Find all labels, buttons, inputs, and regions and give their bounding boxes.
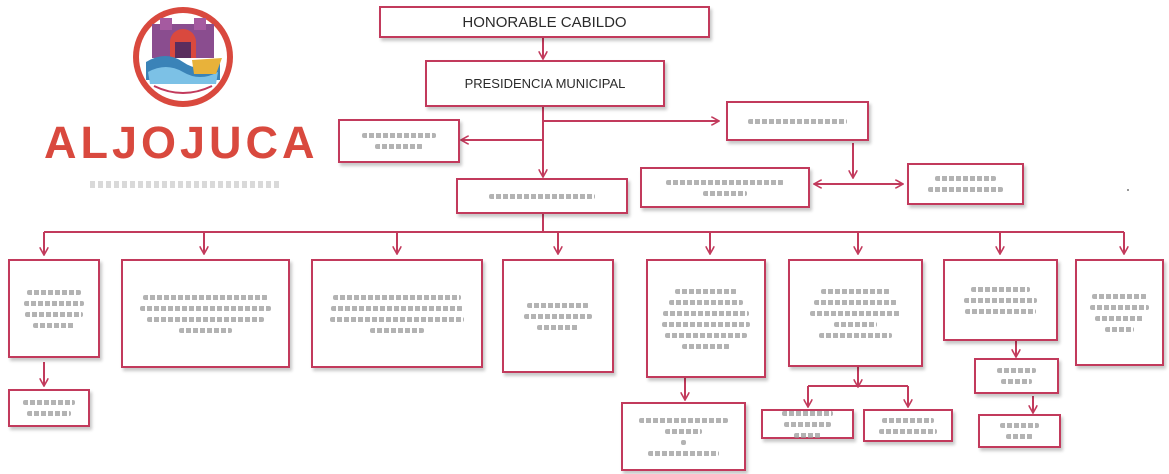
box-dept-5 — [646, 259, 766, 378]
box-label-presidencia-municipal: PRESIDENCIA MUNICIPAL — [464, 76, 626, 91]
box-subunit-col5 — [621, 402, 746, 471]
box-secretaria — [456, 178, 628, 214]
box-dept-6 — [788, 259, 923, 367]
brand-wordmark: ALJOJUCA — [44, 117, 319, 168]
brand-tagline-illegible — [90, 181, 280, 188]
box-subunit-col6-left — [761, 409, 854, 439]
box-subunit-col7-lower — [978, 414, 1061, 448]
box-presidencia-municipal: PRESIDENCIA MUNICIPAL — [425, 60, 665, 107]
box-right-end — [907, 163, 1024, 205]
box-honorable-cabildo: HONORABLE CABILDO — [379, 6, 710, 38]
box-dept-7 — [943, 259, 1058, 341]
box-unidad-right — [726, 101, 869, 141]
box-dept-8 — [1075, 259, 1164, 366]
box-dept-1 — [8, 259, 100, 358]
box-tesoreria — [640, 167, 810, 208]
box-unidad-left — [338, 119, 460, 163]
box-label-honorable-cabildo: HONORABLE CABILDO — [462, 13, 627, 31]
box-subunit-col1 — [8, 389, 90, 427]
box-dept-2 — [121, 259, 290, 368]
box-dept-4 — [502, 259, 614, 373]
box-dept-3 — [311, 259, 483, 368]
box-subunit-col6-right — [863, 409, 953, 442]
box-subunit-col7 — [974, 358, 1059, 394]
municipal-seal-logo — [130, 4, 236, 110]
